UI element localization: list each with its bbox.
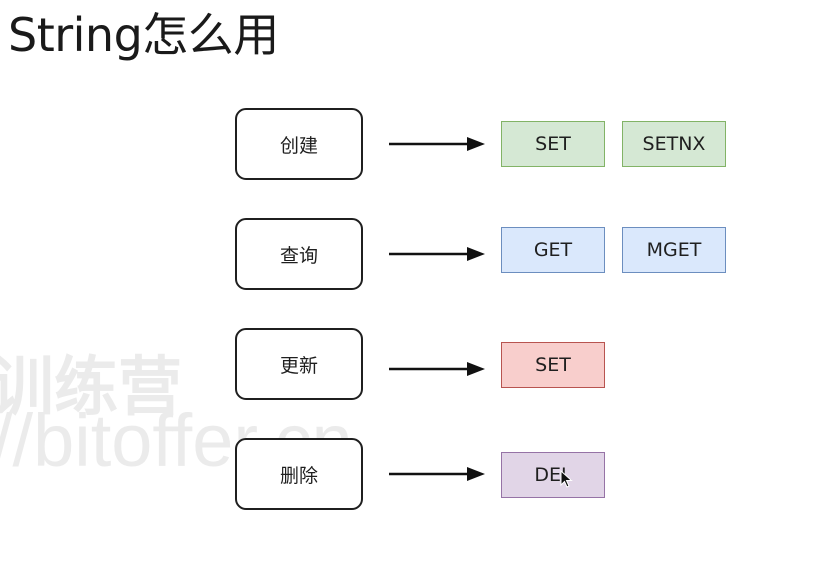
arrow-right-icon xyxy=(389,137,485,151)
cmd-set-create: SET xyxy=(501,121,605,167)
op-delete-box: 删除 xyxy=(235,438,363,510)
cmd-set-update: SET xyxy=(501,342,605,388)
cmd-del: DEL xyxy=(501,452,605,498)
page-title: String怎么用 xyxy=(8,8,279,62)
cmd-get: GET xyxy=(501,227,605,273)
mouse-cursor-icon xyxy=(560,470,573,488)
watermark-line-1: 训练营 xyxy=(0,351,182,423)
arrow-right-icon xyxy=(389,247,485,261)
cmd-setnx: SETNX xyxy=(622,121,726,167)
op-create-box: 创建 xyxy=(235,108,363,180)
op-read-box: 查询 xyxy=(235,218,363,290)
arrow-right-icon xyxy=(389,467,485,481)
arrow-right-icon xyxy=(389,362,485,376)
cmd-mget: MGET xyxy=(622,227,726,273)
op-update-box: 更新 xyxy=(235,328,363,400)
